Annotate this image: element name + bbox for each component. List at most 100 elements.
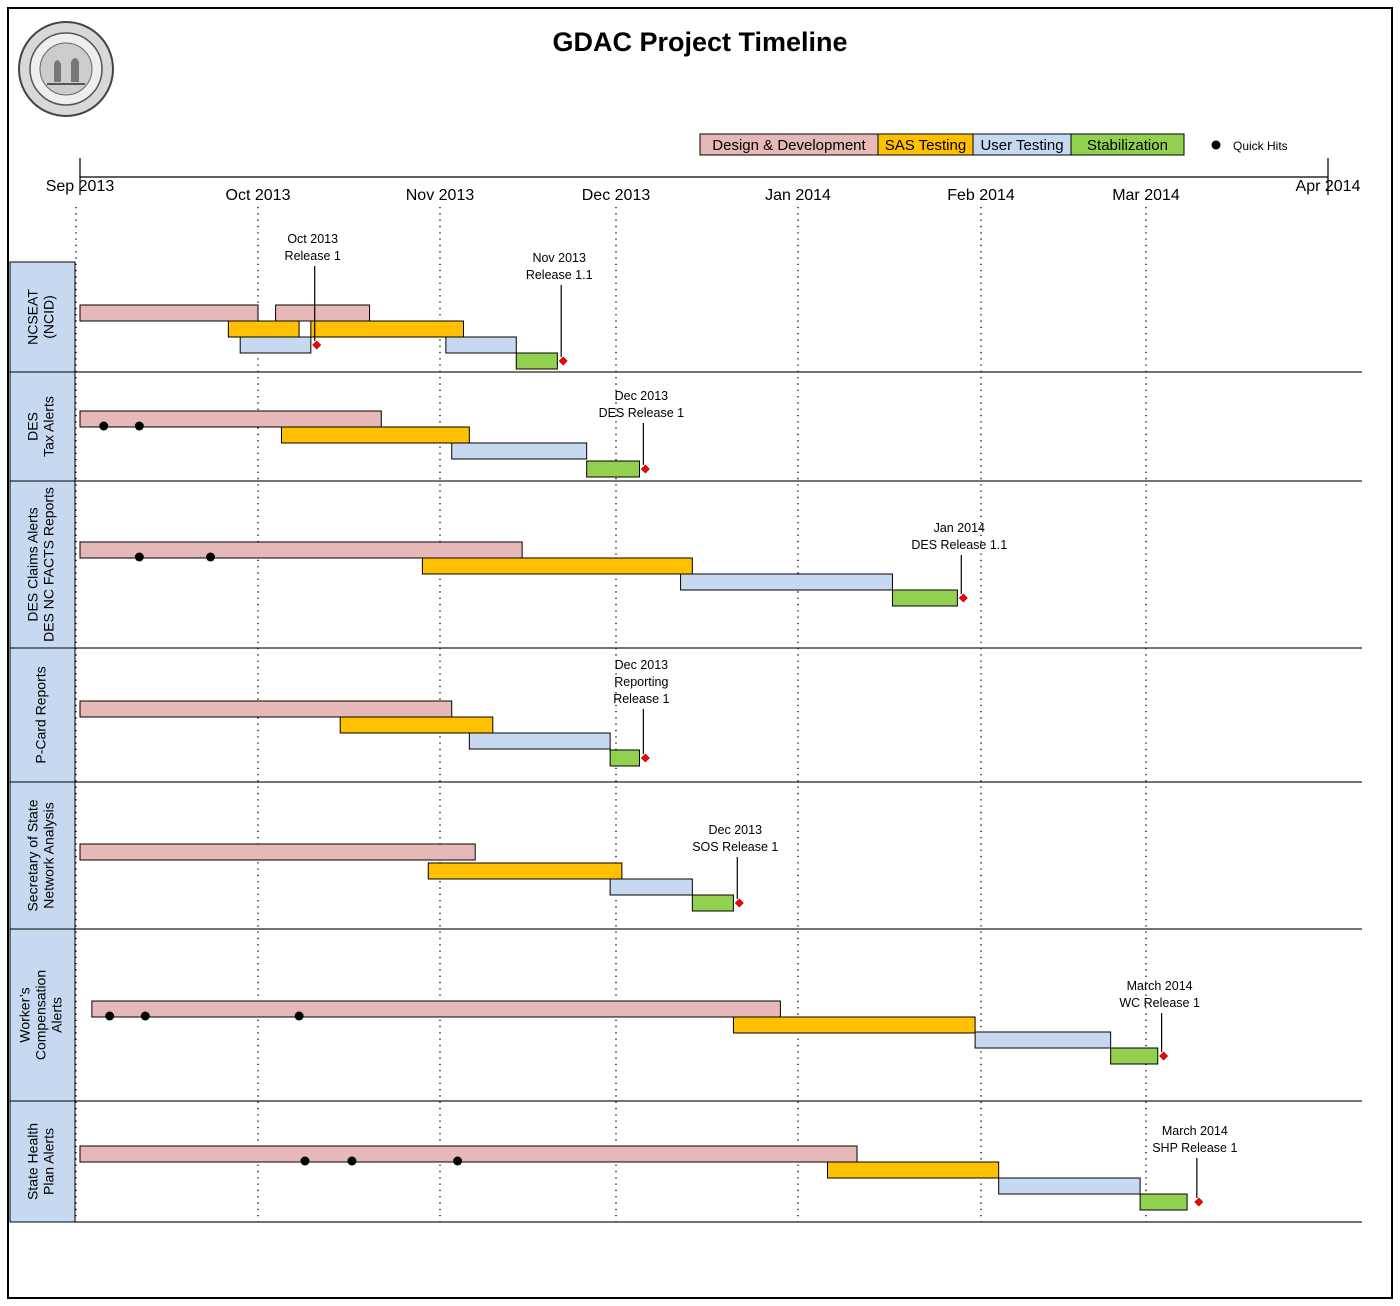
milestone-label: Release 1 <box>613 692 669 706</box>
task-bar-design <box>79 843 476 861</box>
quick-hit-marker <box>99 421 109 431</box>
milestone-label: Dec 2013 <box>709 823 763 837</box>
quick-hit-marker <box>453 1156 463 1166</box>
milestone-diamond <box>558 356 568 366</box>
tick-label: Oct 2013 <box>226 187 291 204</box>
task-bar-user <box>974 1031 1112 1049</box>
milestone-label: Release 1.1 <box>526 268 593 282</box>
lane-label-box <box>9 647 76 783</box>
milestone-diamond <box>312 340 322 350</box>
task-bar-user <box>468 732 611 750</box>
lane-label: NCSEAT <box>25 289 41 345</box>
lane-label: DES Claims Alerts <box>25 507 41 621</box>
lane-label: Network Analysis <box>41 802 57 909</box>
lane-label: Worker’s <box>17 987 33 1042</box>
quick-hit-marker <box>347 1156 357 1166</box>
tick-label: Mar 2014 <box>1112 187 1180 204</box>
task-bar-stab <box>1139 1193 1188 1211</box>
lane-label: Alerts <box>49 997 65 1033</box>
tick-label: Apr 2014 <box>1296 178 1361 195</box>
task-bar-user <box>609 878 693 896</box>
milestone-label: March 2014 <box>1162 1124 1228 1138</box>
lane-label: State Health <box>25 1123 41 1200</box>
milestone-label: DES Release 1.1 <box>911 538 1007 552</box>
task-bar-design <box>79 410 382 428</box>
milestone-label: WC Release 1 <box>1119 996 1200 1010</box>
quick-hit-marker <box>134 552 144 562</box>
legend-swatch-stab <box>1070 133 1185 156</box>
milestone-label: DES Release 1 <box>599 406 685 420</box>
legend-quick-hit-marker <box>1211 140 1221 150</box>
task-bar-design <box>275 304 371 322</box>
task-bar-stab <box>515 352 558 370</box>
lane-label-box <box>9 781 76 930</box>
tick-label: Jan 2014 <box>765 187 831 204</box>
task-bar-stab <box>891 589 958 607</box>
task-bar-sas <box>827 1161 1000 1179</box>
page-frame <box>7 7 1393 1299</box>
task-bar-user <box>451 442 588 460</box>
milestone-diamond <box>1159 1051 1169 1061</box>
milestone-label: SHP Release 1 <box>1152 1141 1237 1155</box>
lane-label-box <box>9 480 76 649</box>
lane-label: DES <box>25 412 41 441</box>
task-bar-user <box>998 1177 1141 1195</box>
lane-label: Tax Alerts <box>41 396 57 457</box>
task-bar-user <box>680 573 893 591</box>
legend-quick-hits-label: Quick Hits <box>1233 139 1288 153</box>
task-bar-design <box>79 1145 858 1163</box>
task-bar-design <box>91 1000 781 1018</box>
lane-label: (NCID) <box>41 295 57 339</box>
task-bar-sas <box>732 1016 976 1034</box>
milestone-label: Oct 2013 <box>287 232 338 246</box>
task-bar-design <box>79 700 453 718</box>
task-bar-stab <box>586 460 640 478</box>
legend-label-user: User Testing <box>980 137 1063 154</box>
tick-label: Nov 2013 <box>406 187 475 204</box>
lane-label: Secretary of State <box>25 799 41 911</box>
tick-label: Feb 2014 <box>947 187 1015 204</box>
chart-title: GDAC Project Timeline <box>552 27 847 57</box>
task-bar-stab <box>1110 1047 1159 1065</box>
lane-label-box <box>9 1100 76 1223</box>
task-bar-stab <box>609 749 640 767</box>
quick-hit-marker <box>206 552 216 562</box>
lane-label-box <box>9 261 76 373</box>
milestone-label: Jan 2014 <box>934 521 985 535</box>
task-bar-design <box>79 541 523 559</box>
milestone-label: Dec 2013 <box>615 658 669 672</box>
task-bar-user <box>239 336 312 354</box>
milestone-diamond <box>734 898 744 908</box>
quick-hit-marker <box>134 421 144 431</box>
milestone-label: Nov 2013 <box>532 251 586 265</box>
lane-label: Plan Alerts <box>41 1128 57 1195</box>
quick-hit-marker <box>140 1011 150 1021</box>
quick-hit-marker <box>300 1156 310 1166</box>
task-bar-sas <box>427 862 623 880</box>
lane-label-box <box>9 371 76 482</box>
milestone-diamond <box>640 464 650 474</box>
tick-label: Sep 2013 <box>46 178 115 195</box>
legend-label-design: Design & Development <box>712 137 866 154</box>
task-bar-sas <box>339 716 494 734</box>
milestone-label: Reporting <box>614 675 668 689</box>
lane-label: DES NC FACTS Reports <box>41 487 57 642</box>
milestone-label: Dec 2013 <box>615 389 669 403</box>
task-bar-sas <box>227 320 300 338</box>
task-bar-sas <box>310 320 464 338</box>
task-bar-sas <box>421 557 693 575</box>
quick-hit-marker <box>105 1011 115 1021</box>
quick-hit-marker <box>294 1011 304 1021</box>
milestone-label: Release 1 <box>285 249 341 263</box>
milestone-diamond <box>958 593 968 603</box>
milestone-label: March 2014 <box>1127 979 1193 993</box>
